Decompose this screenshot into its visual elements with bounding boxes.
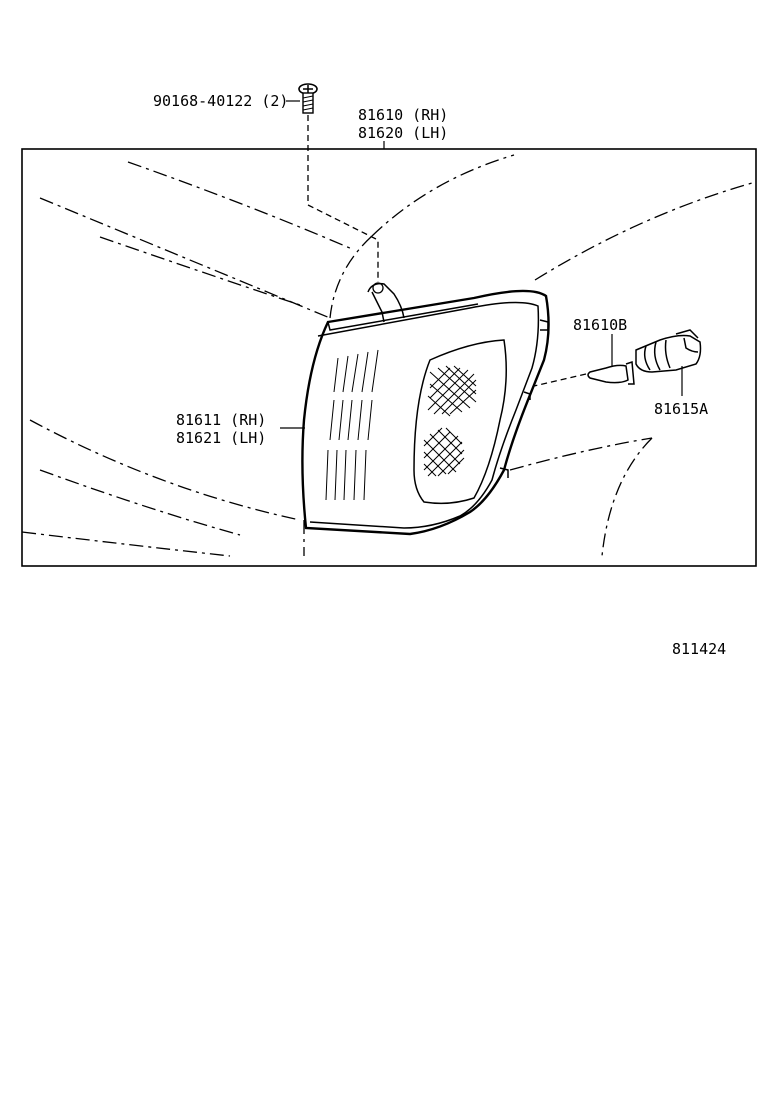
diagram-frame [21, 148, 757, 567]
reflector-window [413, 339, 507, 505]
socket-part-number: 81615A [654, 400, 708, 418]
corner-lamp-assembly [301, 282, 550, 536]
lens-rh-part-number: 81611 (RH) [176, 411, 266, 429]
reflector-hatch-lower [423, 427, 465, 477]
vehicle-body-outline [21, 154, 753, 557]
leader-lines [280, 100, 683, 429]
lens-lh-part-number: 81621 (LH) [176, 429, 266, 447]
socket-part [635, 329, 702, 373]
screw-part-number: 90168-40122 (2) [153, 92, 288, 110]
bulb-part-number: 81610B [573, 316, 627, 334]
reflector-hatch-upper [427, 365, 477, 417]
screw-part [298, 83, 318, 114]
lens-ribbing [325, 349, 379, 501]
diagram-id: 811424 [672, 640, 726, 658]
lamp-assy-rh-part-number: 81610 (RH) [358, 106, 448, 124]
bulb-part [587, 360, 635, 385]
lamp-assy-lh-part-number: 81620 (LH) [358, 124, 448, 142]
